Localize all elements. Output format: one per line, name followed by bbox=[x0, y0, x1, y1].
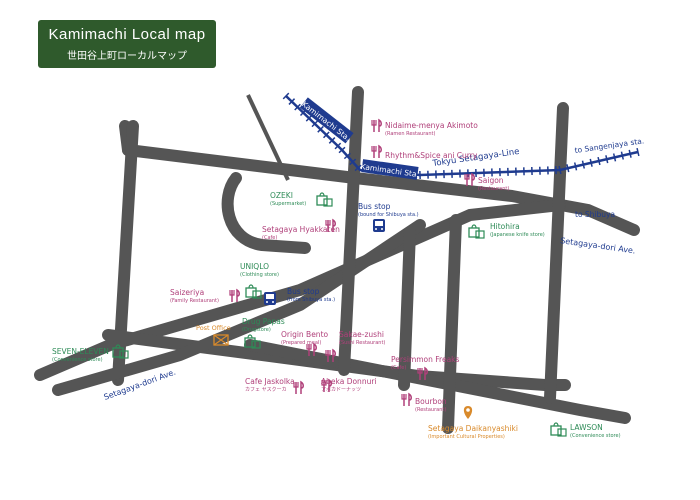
place-sub-saizeriya: (Family Restaurant) bbox=[170, 298, 219, 304]
place-sub-bus-stop: (from Shibuya sta.) bbox=[287, 297, 335, 303]
road-setagaya-dori-upper[interactable] bbox=[122, 144, 640, 236]
place-name-origin-bento: Origin Bento bbox=[281, 330, 329, 339]
setagaya-dori-label-right: Setagaya-dori Ave. bbox=[560, 236, 636, 255]
shopping-bag-icon[interactable] bbox=[550, 422, 567, 437]
place-sub-cafe-jaskolka: カフェ ヤスクーカ bbox=[245, 387, 287, 393]
station-sign-upper[interactable] bbox=[299, 97, 354, 144]
location-pin-icon[interactable] bbox=[463, 406, 473, 419]
place-markers bbox=[112, 118, 567, 437]
place-name-sakae-zushi: Sakae-zushi bbox=[339, 330, 384, 339]
place-name-bourbon: Bourbon bbox=[415, 397, 447, 406]
place-name-bus-stop: Bus stop bbox=[358, 202, 391, 211]
place-name-seven-eleven: SEVEN-ELEVEN bbox=[52, 347, 109, 356]
place-name-setagaya-hyakkaten: Setagaya Hyakkaten bbox=[262, 225, 340, 234]
place-sub-lawson: (Convenience store) bbox=[570, 433, 621, 439]
fork-knife-icon[interactable] bbox=[325, 218, 336, 232]
road-long-diagonal[interactable] bbox=[52, 219, 426, 396]
place-name-setagaya-daikanyashiki: Setagaya Daikanyashiki bbox=[428, 424, 518, 433]
place-name-bus-stop: Bus stop bbox=[287, 287, 320, 296]
place-name-drug-papas: Drug Papas bbox=[242, 317, 285, 326]
place-sub-ozeki: (Supermarket) bbox=[270, 201, 306, 207]
place-name-lawson: LAWSON bbox=[570, 423, 603, 432]
road-vertical-center[interactable] bbox=[338, 86, 364, 376]
place-sub-bourbon: (Restaurant) bbox=[415, 407, 446, 413]
roads bbox=[34, 86, 640, 434]
fork-knife-icon[interactable] bbox=[293, 380, 304, 394]
place-sub-drug-papas: (Drugstore) bbox=[242, 327, 271, 333]
place-name-hitohira: Hitohira bbox=[490, 222, 520, 231]
road-vertical-right[interactable] bbox=[442, 214, 462, 434]
shopping-bag-icon[interactable] bbox=[244, 334, 261, 349]
shopping-bag-icon[interactable] bbox=[468, 224, 485, 239]
to-shibuya-label: to Shibuya bbox=[575, 210, 615, 219]
place-name-rhythm-spice-ani-curry: Rhythm&Spice ani Curry bbox=[385, 151, 478, 160]
fork-knife-icon[interactable] bbox=[371, 118, 382, 132]
place-name-saigon: Saigon bbox=[478, 176, 504, 185]
place-labels: Nidaime-menya Akimoto(Ramen Restaurant) R… bbox=[52, 121, 621, 440]
place-sub-nidaime-menya-akimoto: (Ramen Restaurant) bbox=[385, 131, 435, 137]
place-name-persimmon-freaks: Persimmon Freaks bbox=[391, 355, 460, 364]
place-sub-setagaya-daikanyashiki: (Important Cultural Properties) bbox=[428, 434, 505, 440]
path-thin-diagonal bbox=[246, 94, 290, 181]
place-sub-bus-stop: (bound for Shibuya sta.) bbox=[358, 212, 419, 218]
shopping-bag-icon[interactable] bbox=[245, 284, 262, 299]
railway: Kamimachi Sta. Kamimachi Sta. Tokyu Seta… bbox=[282, 92, 645, 180]
road-setagaya-dori-lower[interactable] bbox=[34, 199, 566, 381]
fork-knife-icon[interactable] bbox=[371, 144, 382, 158]
place-sub-origin-bento: (Prepared meal) bbox=[281, 340, 321, 346]
place-sub-abeka-donnuri: アボカドーナッツ bbox=[321, 386, 361, 393]
place-name-post-office: Post Office bbox=[196, 324, 231, 332]
road-loop[interactable] bbox=[221, 172, 311, 254]
fork-knife-icon[interactable] bbox=[229, 288, 240, 302]
bus-icon[interactable] bbox=[264, 292, 276, 305]
place-sub-saigon: (Restaurant) bbox=[478, 186, 509, 192]
place-sub-uniqlo: (Clothing store) bbox=[240, 272, 279, 278]
road-vertical-mid[interactable] bbox=[398, 226, 416, 391]
place-name-uniqlo: UNIQLO bbox=[240, 262, 269, 271]
map-title-box: Kamimachi Local map 世田谷上町ローカルマップ bbox=[38, 20, 216, 68]
map-title: Kamimachi Local map bbox=[48, 26, 206, 43]
fork-knife-icon[interactable] bbox=[325, 348, 336, 362]
place-sub-persimmon-freaks: (Cafe) bbox=[391, 365, 406, 371]
fork-knife-icon[interactable] bbox=[401, 392, 412, 406]
fork-knife-icon[interactable] bbox=[306, 342, 317, 356]
station-sign-lower[interactable] bbox=[361, 159, 419, 180]
fork-knife-icon[interactable] bbox=[464, 172, 475, 186]
fork-knife-icon[interactable] bbox=[321, 378, 332, 392]
bus-icon[interactable] bbox=[373, 219, 385, 232]
fork-knife-icon[interactable] bbox=[417, 366, 428, 380]
place-sub-setagaya-hyakkaten: (Cafe) bbox=[262, 235, 277, 241]
shopping-bag-icon[interactable] bbox=[316, 192, 333, 207]
place-name-nidaime-menya-akimoto: Nidaime-menya Akimoto bbox=[385, 121, 478, 130]
road-vertical-far-right[interactable] bbox=[544, 102, 569, 404]
place-name-ozeki: OZEKI bbox=[270, 191, 293, 200]
post-office-icon[interactable] bbox=[213, 334, 229, 346]
place-name-saizeriya: Saizeriya bbox=[170, 288, 204, 297]
place-name-cafe-jaskolka: Cafe Jaskolka bbox=[245, 377, 295, 386]
road-bottom[interactable] bbox=[244, 339, 631, 424]
map-subtitle: 世田谷上町ローカルマップ bbox=[67, 51, 187, 62]
place-sub-sakae-zushi: (Sushi Restaurant) bbox=[339, 340, 385, 346]
place-sub-seven-eleven: (Convenience store) bbox=[52, 357, 103, 363]
shopping-bag-icon[interactable] bbox=[112, 344, 129, 359]
place-name-abeka-donnuri: Abeka Donnuri bbox=[321, 377, 377, 386]
place-sub-hitohira: (Japanese knife store) bbox=[490, 232, 545, 238]
